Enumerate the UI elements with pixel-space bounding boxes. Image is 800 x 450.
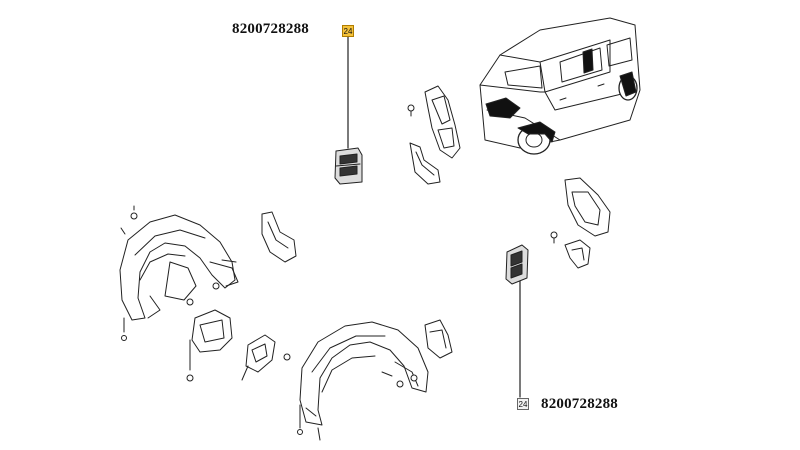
wheel-arch-liner-center (299, 321, 429, 426)
screw-top (407, 104, 415, 117)
mud-flap-right (564, 239, 591, 269)
front-liner-small (424, 85, 461, 159)
screws-left (120, 205, 220, 341)
splash-guard-left (261, 211, 297, 263)
clip-part-bottom (505, 244, 529, 285)
clip-part-top (334, 147, 363, 185)
screws-center (297, 371, 418, 441)
rear-liner-right (564, 177, 611, 237)
callout-number-top: 24 (342, 25, 354, 37)
part-number-bottom: 8200728288 (541, 396, 618, 412)
bracket-lower-left (186, 309, 233, 382)
callout-number-bottom: 24 (517, 398, 529, 410)
mud-flap-top (409, 142, 441, 185)
bracket-lower-middle (241, 334, 291, 381)
part-number-top: 8200728288 (232, 21, 309, 37)
van-illustration (479, 17, 641, 155)
screw-right (550, 231, 558, 244)
mud-flap-center (424, 319, 453, 359)
wheel-arch-liner-left (119, 214, 239, 321)
